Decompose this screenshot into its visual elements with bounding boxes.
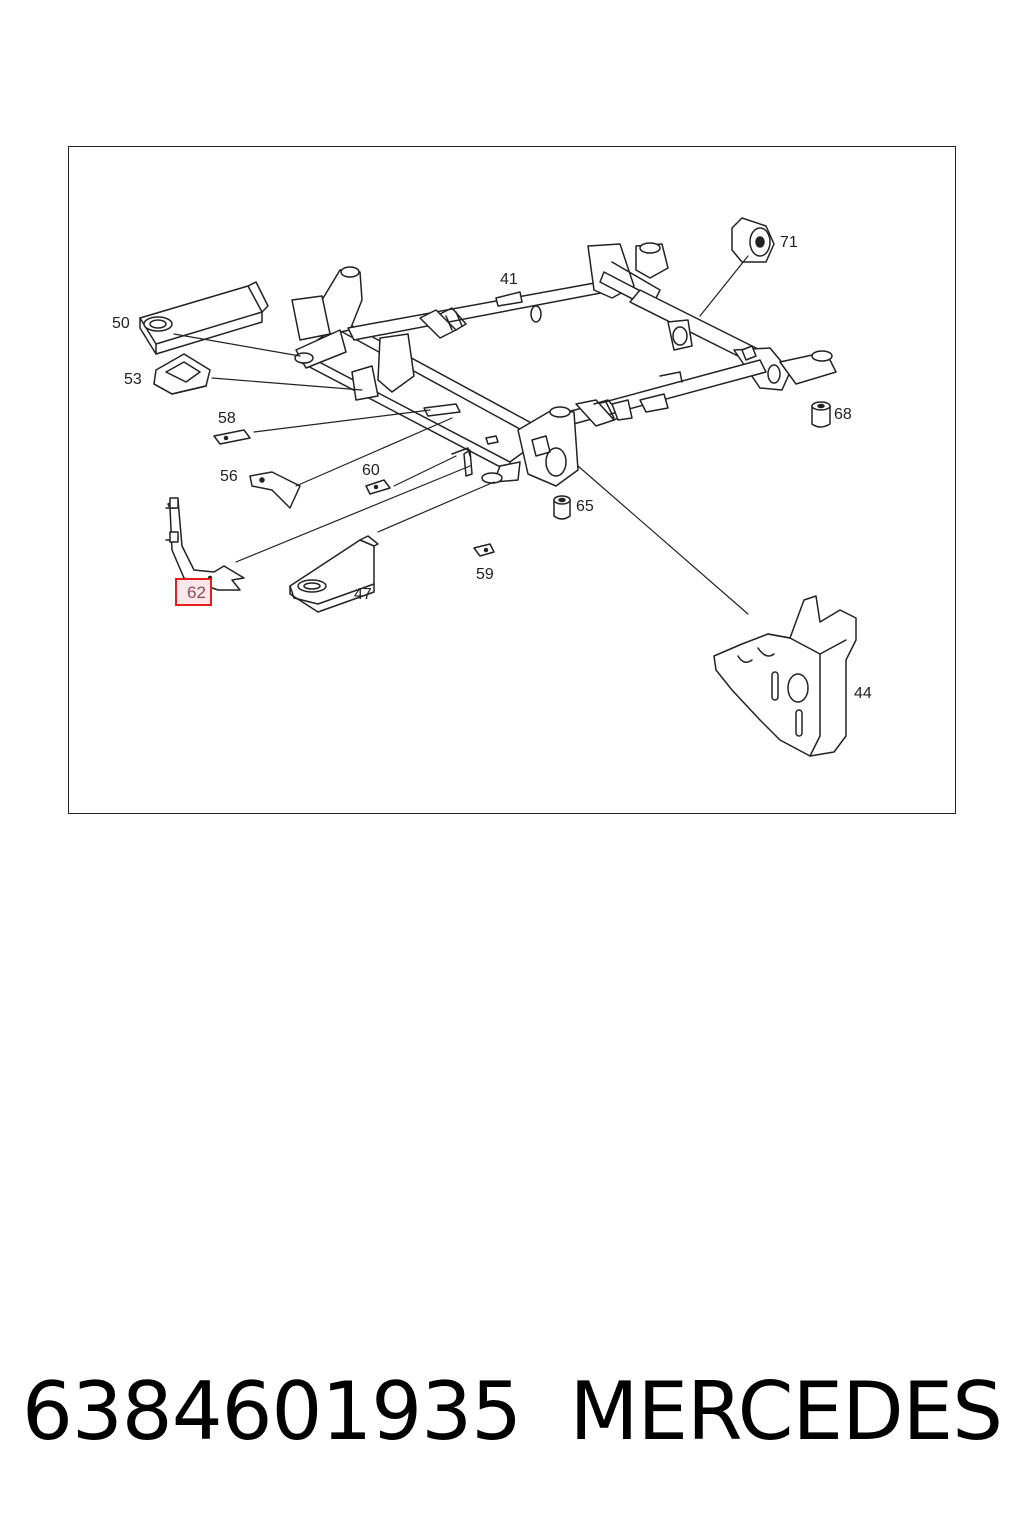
callout-65[interactable]: 65	[576, 498, 594, 515]
callout-56[interactable]: 56	[220, 468, 238, 485]
part-60-plate	[365, 479, 391, 495]
part-71-mount	[731, 217, 775, 263]
callout-71[interactable]: 71	[780, 234, 798, 251]
callout-44[interactable]: 44	[854, 685, 872, 702]
part-50-rail	[139, 281, 269, 355]
callout-60[interactable]: 60	[362, 462, 380, 479]
callout-68[interactable]: 68	[834, 406, 852, 423]
part-68-bushing	[811, 401, 831, 428]
callout-53[interactable]: 53	[124, 371, 142, 388]
subframe-drawing	[291, 242, 837, 487]
part-58-plate	[213, 429, 251, 445]
callout-62-highlighted[interactable]: 62	[175, 578, 212, 606]
brand-name: MERCEDES	[569, 1365, 1003, 1458]
leader-lines	[173, 255, 749, 615]
part-59-clip	[473, 543, 495, 557]
part-65-bushing	[553, 495, 571, 520]
part-44-bracket	[713, 595, 857, 757]
callout-47[interactable]: 47	[354, 586, 372, 603]
part-56-bracket	[249, 471, 301, 509]
callout-50[interactable]: 50	[112, 315, 130, 332]
callout-58[interactable]: 58	[218, 410, 236, 427]
part-47-rail	[289, 535, 379, 613]
callout-59[interactable]: 59	[476, 566, 494, 583]
part-number: 6384601935	[22, 1365, 522, 1458]
part-62-bracket	[165, 497, 245, 591]
part-53-mount-cup	[153, 353, 211, 395]
callout-41[interactable]: 41	[500, 271, 518, 288]
